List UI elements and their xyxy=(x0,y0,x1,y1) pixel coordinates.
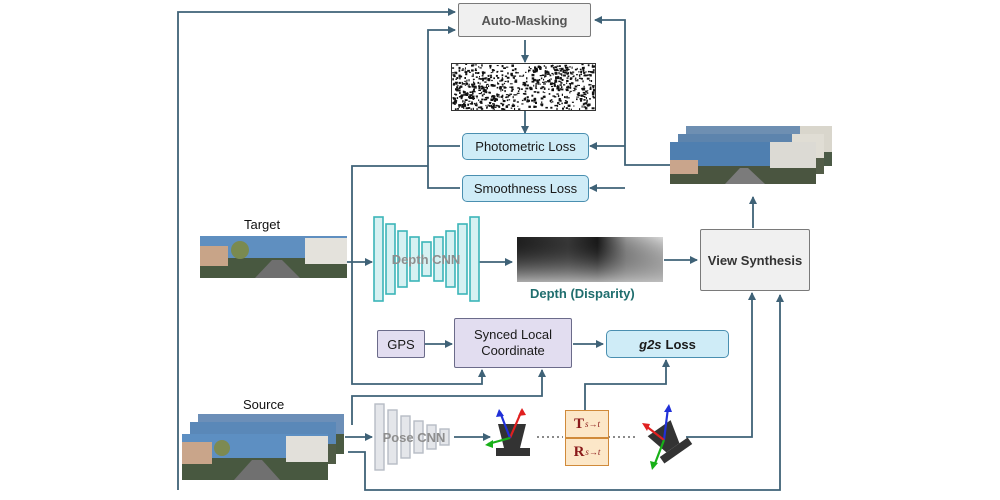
smoothness-loss-box: Smoothness Loss xyxy=(462,175,589,202)
cnn-layer xyxy=(400,415,411,459)
smoothness-loss-label: Smoothness Loss xyxy=(473,181,578,196)
right-bracket-loop xyxy=(594,16,670,166)
translation-subscript: s→t xyxy=(585,419,601,429)
depth-output-label: Depth (Disparity) xyxy=(530,286,635,301)
translation-symbol: T xyxy=(573,415,584,432)
cnn-layer xyxy=(413,420,424,454)
cnn-layer xyxy=(469,216,480,302)
pose-cnn-label: Pose CNN xyxy=(366,426,462,448)
cnn-layer xyxy=(421,241,432,277)
gps-box: GPS xyxy=(377,330,425,358)
depth-cnn-text: Depth CNN xyxy=(391,251,461,267)
g2s-loss-prefix: g2s xyxy=(639,336,662,352)
source-to-automasking-arrow xyxy=(177,8,456,490)
gps-label: GPS xyxy=(387,336,415,352)
synced-local-coordinate-box: Synced Local Coordinate xyxy=(454,318,572,368)
auto-mask-image xyxy=(451,63,596,111)
pose-cnn-network xyxy=(374,403,450,471)
target-to-coordinate-arrow xyxy=(351,262,486,385)
view-synthesis-box: View Synthesis xyxy=(700,229,810,291)
depth-cnn-label: Depth CNN xyxy=(372,248,480,270)
auto-masking-label: Auto-Masking xyxy=(481,12,568,28)
target-to-photometric-arrow xyxy=(351,165,428,262)
cnn-layer xyxy=(397,230,408,288)
cnn-layer xyxy=(409,236,420,282)
synthesized-image-stack xyxy=(670,126,832,184)
cnn-layer xyxy=(373,216,384,302)
target-image xyxy=(200,236,347,278)
view-synthesis-label: View Synthesis xyxy=(707,252,803,268)
auto-masking-box: Auto-Masking xyxy=(458,3,591,37)
target-label: Target xyxy=(244,217,281,232)
transform-to-g2s-arrow xyxy=(584,359,670,410)
cnn-layer xyxy=(387,409,398,465)
cnn-layer xyxy=(457,223,468,295)
source-camera-frame xyxy=(485,408,530,456)
left-bracket-loop xyxy=(427,26,460,147)
cnn-layer xyxy=(385,223,396,295)
photometric-loss-label: Photometric Loss xyxy=(475,139,576,154)
source-to-coordinate-arrow xyxy=(351,369,546,425)
pose-cnn-text: Pose CNN xyxy=(382,429,446,445)
photometric-loss-box: Photometric Loss xyxy=(462,133,589,160)
cnn-layer xyxy=(433,236,444,282)
cnn-layer xyxy=(426,424,437,450)
rotation-subscript: s→t xyxy=(585,447,601,457)
frame-to-viewsynthesis-arrow xyxy=(686,292,756,438)
cnn-layer xyxy=(374,403,385,471)
source-image-stack xyxy=(182,414,344,480)
source-to-viewsynthesis-arrow xyxy=(348,294,784,491)
cnn-layer xyxy=(445,230,456,288)
rotation-symbol: R xyxy=(573,443,585,460)
g2s-loss-box: g2s Loss xyxy=(606,330,729,358)
depth-cnn-network xyxy=(373,216,480,302)
depth-disparity-image xyxy=(517,237,663,282)
source-label: Source xyxy=(243,397,285,412)
synced-local-coordinate-label: Synced Local Coordinate xyxy=(473,327,553,358)
g2s-loss-suffix: Loss xyxy=(665,336,696,352)
cnn-layer xyxy=(439,428,450,446)
target-camera-frame xyxy=(642,404,693,470)
